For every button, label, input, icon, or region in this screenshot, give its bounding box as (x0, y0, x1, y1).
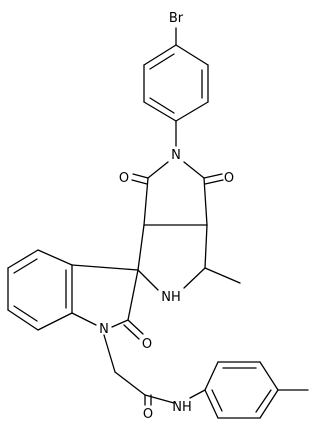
bond-benz-2 (37, 249, 73, 266)
atom-o-imide-right: O (224, 171, 234, 186)
bond-ring-a-3 (175, 101, 209, 122)
structure-drawing: Br N O O NH N O O NH (7, 11, 309, 422)
atom-n-indoline: N (99, 322, 109, 337)
atom-o-imide-left: O (119, 171, 129, 186)
molecule-canvas: Br N O O NH N O O NH (7, 11, 309, 422)
atom-nh-pyrrolidine: NH (161, 290, 181, 305)
bond-ring-b-double-2 (255, 389, 272, 413)
bond-benz-6 (37, 312, 73, 331)
atom-nh-amide: NH (172, 400, 192, 415)
bond-benz-5 (7, 309, 39, 331)
bond-lactam-co-1 (127, 319, 144, 335)
pyrrolidine-ring (137, 224, 241, 291)
bond-c-o-left-1 (132, 173, 149, 179)
bond-nh-cme (183, 267, 206, 289)
bond-ring-b-4 (259, 389, 279, 419)
bond-n1-c7a (71, 312, 97, 326)
bond-c-o-right-2 (204, 179, 224, 185)
bond-ring-a-double-2 (149, 97, 175, 114)
bond-n-c-left (147, 161, 169, 179)
bond-c-o-left-2 (131, 179, 148, 185)
bond-spiro-c2 (127, 269, 139, 321)
bond-benz-double-3 (13, 305, 38, 322)
bond-ring-a-double-3 (149, 53, 175, 70)
atom-br: Br (169, 11, 184, 26)
bond-ring-b-3 (259, 361, 279, 391)
bond-ring-a-1 (175, 44, 209, 66)
imide-ring (131, 161, 224, 226)
bond-ring-b-double-3 (211, 389, 223, 412)
bond-ring-b-1 (204, 361, 219, 391)
bond-c-left-c3a (143, 177, 149, 226)
atom-o-amide: O (143, 407, 153, 422)
acetamide-chain (103, 334, 206, 406)
bond-c-right-c6a (203, 177, 208, 226)
oxindole (7, 249, 144, 340)
atom-o-lactam: O (142, 337, 152, 352)
bond-ring-a-6 (143, 44, 177, 66)
bond-co-nh (144, 394, 175, 404)
bond-c2-n1 (111, 319, 129, 328)
bond-c3a-spiro (137, 224, 145, 271)
bond-methyl (204, 267, 241, 284)
bond-nh-aryl (189, 389, 206, 399)
bond-benz-double-2 (13, 258, 38, 274)
bond-c6a-cme (204, 224, 208, 269)
bond-ring-b-6 (204, 389, 219, 419)
atom-n-imide: N (171, 148, 181, 163)
bond-ring-a-4 (143, 101, 177, 122)
bond-benz-3 (7, 249, 39, 269)
bond-spiro-nh (137, 269, 159, 291)
bond-lactam-co-2 (123, 324, 140, 340)
bond-n-c-right (183, 161, 205, 179)
bond-c-o-right-1 (203, 173, 223, 179)
tolyl-ring (204, 361, 309, 419)
bond-ch2-co (114, 371, 146, 396)
bond-n1-ch2 (103, 334, 116, 373)
bromophenyl-ring (143, 27, 209, 122)
bond-spiro-c3a-benz (71, 264, 139, 271)
